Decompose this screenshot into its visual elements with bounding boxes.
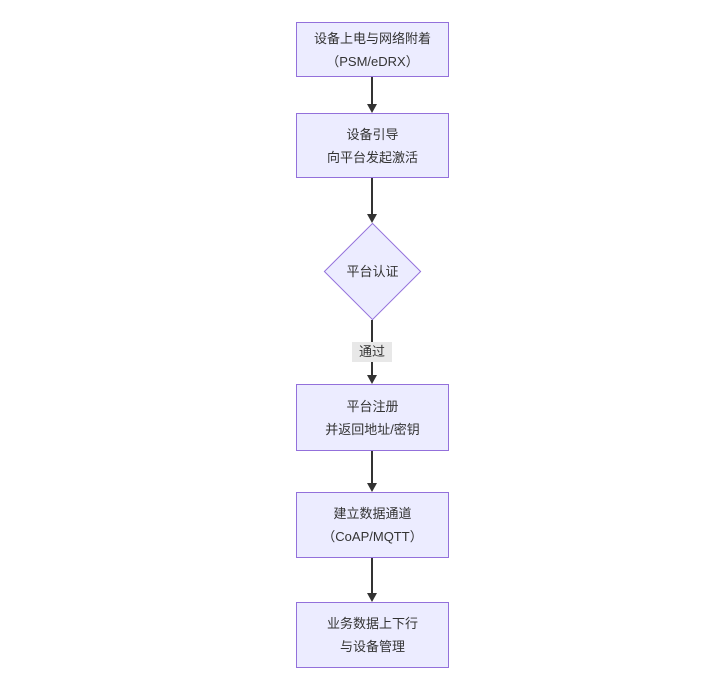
node-text-line: 建立数据通道: [333, 506, 412, 521]
node-text-line: 并返回地址/密钥: [325, 421, 420, 437]
edge-line: [371, 451, 373, 484]
arrowhead-icon: [367, 104, 377, 113]
node-text-line: （CoAP/MQTT）: [322, 529, 423, 544]
arrowhead-icon: [367, 214, 377, 223]
node-text-line: 设备引导: [346, 126, 399, 142]
edge-line: [371, 77, 373, 105]
flow-node-data-channel: 建立数据通道 （CoAP/MQTT）: [296, 492, 449, 558]
edge-line: [371, 558, 373, 594]
node-text-line: （PSM/eDRX）: [326, 53, 419, 69]
flow-node-power-on: 设备上电与网络附着 （PSM/eDRX）: [296, 22, 449, 77]
node-text-line: 设备上电与网络附着: [313, 30, 431, 46]
flow-node-bootstrap: 设备引导 向平台发起激活: [296, 113, 449, 178]
node-text-line: 与设备管理: [339, 639, 405, 654]
flow-node-register: 平台注册 并返回地址/密钥: [296, 384, 449, 451]
edge-line: [371, 178, 373, 215]
edge-label-pass: 通过: [352, 342, 393, 362]
node-text-line: 平台注册: [346, 398, 399, 414]
node-text-line: 业务数据上下行: [326, 616, 418, 631]
arrowhead-icon: [367, 483, 377, 492]
flow-node-business-data: 业务数据上下行 与设备管理: [296, 602, 449, 668]
arrowhead-icon: [367, 375, 377, 384]
arrowhead-icon: [367, 593, 377, 602]
node-text-line: 向平台发起激活: [326, 149, 418, 165]
decision-diamond-label: 平台认证: [346, 264, 399, 279]
